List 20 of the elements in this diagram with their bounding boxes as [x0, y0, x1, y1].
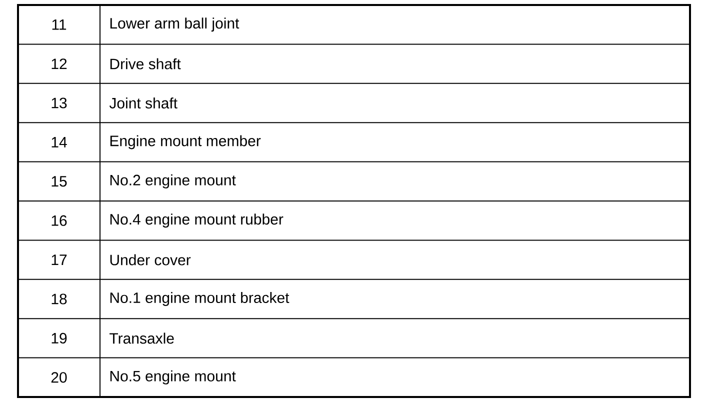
part-number: 16 [52, 215, 67, 226]
part-name: Under cover [110, 254, 191, 266]
part-name: Lower arm ball joint [110, 18, 240, 32]
part-name: No.2 engine mount [110, 174, 236, 188]
part-name: No.1 engine mount bracket [110, 292, 290, 306]
part-number: 20 [51, 372, 67, 383]
part-name: No.4 engine mount rubber [110, 214, 284, 228]
part-name: Engine mount member [110, 135, 261, 150]
part-number: 15 [52, 176, 67, 187]
part-name: Drive shaft [110, 58, 181, 70]
part-number: 19 [52, 332, 67, 344]
part-number: 17 [52, 254, 67, 265]
part-name: Transaxle [110, 332, 174, 344]
part-number: 11 [52, 19, 66, 30]
part-number: 12 [52, 58, 67, 70]
part-number: 14 [52, 137, 67, 148]
part-name: Joint shaft [109, 98, 178, 108]
part-number: 13 [52, 98, 67, 108]
part-number: 18 [52, 294, 67, 304]
part-name: No.5 engine mount [110, 370, 236, 384]
